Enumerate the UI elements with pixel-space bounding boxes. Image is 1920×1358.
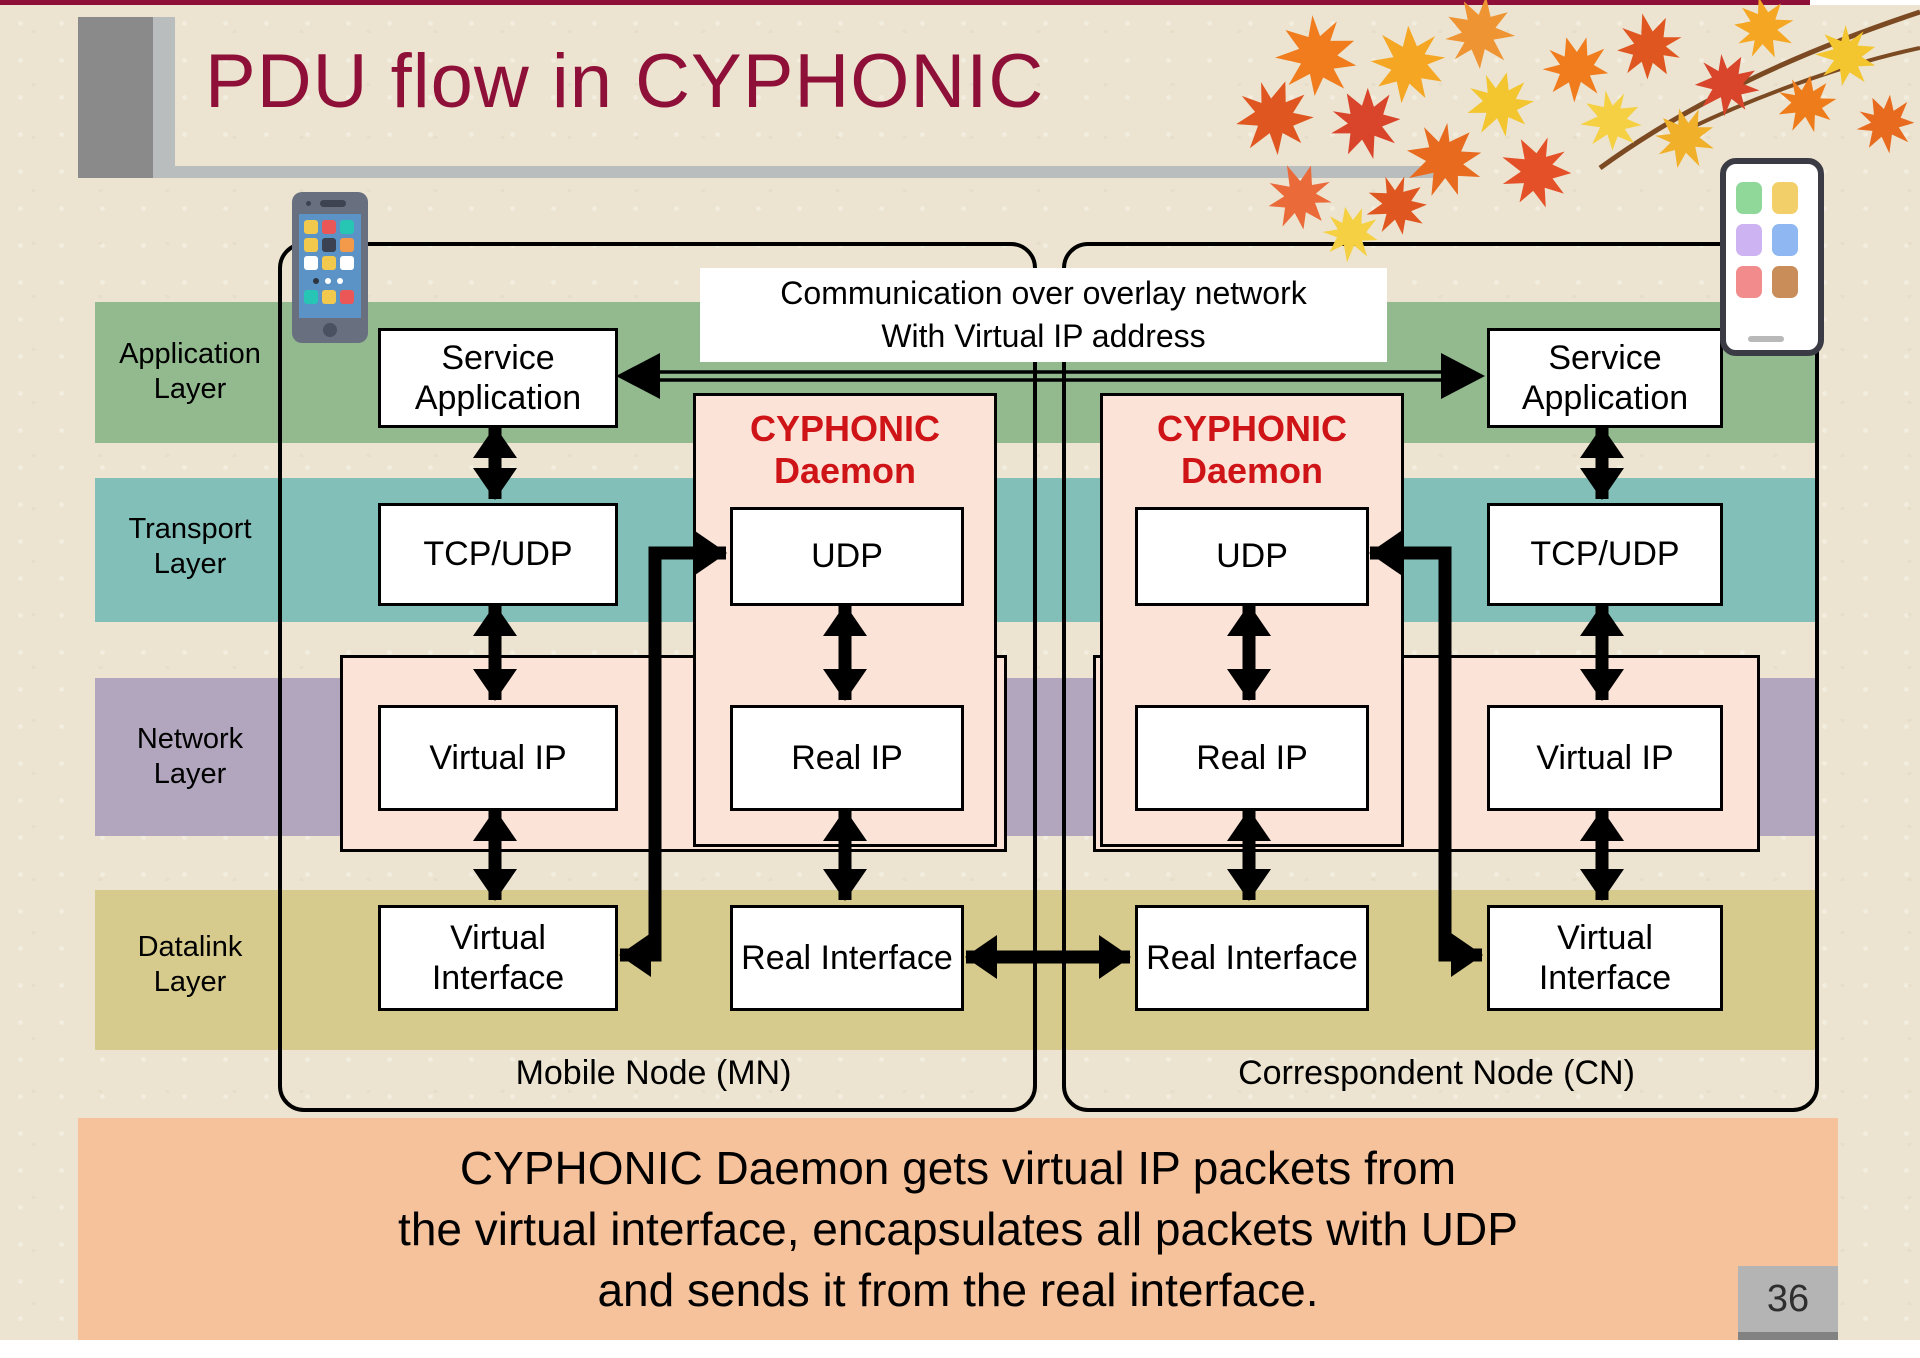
- phone-home-button: [323, 323, 337, 337]
- mobile-node-label: Mobile Node (MN): [515, 1054, 792, 1092]
- cn-daemon-real-ip-box: Real IP: [1135, 705, 1369, 811]
- mn-virtual-ip-box: Virtual IP: [378, 705, 618, 811]
- network-layer-label: Network Layer: [136, 723, 244, 791]
- title-decor-dark-block: [78, 17, 153, 178]
- correspondent-phone-icon: [1720, 158, 1824, 356]
- autumn-leaves-decoration: [1225, 0, 1920, 266]
- phone-app-tiles: [304, 220, 358, 270]
- phone-page-dots: [313, 278, 343, 284]
- mn-daemon-real-ip-box: Real IP: [730, 705, 964, 811]
- mn-tcp-udp-box: TCP/UDP: [378, 503, 618, 606]
- application-layer-label: Application Layer: [119, 338, 261, 406]
- page-number: 36: [1766, 1277, 1810, 1320]
- page-number-badge: 36: [1738, 1266, 1838, 1340]
- caption-line-3: and sends it from the real interface.: [597, 1263, 1319, 1316]
- cn-tcp-udp-box: TCP/UDP: [1487, 503, 1723, 606]
- cn-service-application-box: Service Application: [1487, 328, 1723, 428]
- cn-daemon-udp-box: UDP: [1135, 507, 1369, 606]
- mn-virtual-interface-box: Virtual Interface: [378, 905, 618, 1011]
- mobile-phone-icon: [292, 192, 368, 343]
- mn-real-interface-box: Real Interface: [730, 905, 964, 1011]
- cn-virtual-interface-box: Virtual Interface: [1487, 905, 1723, 1011]
- transport-layer-label: Transport Layer: [128, 513, 252, 581]
- correspondent-node-label: Correspondent Node (CN): [1238, 1054, 1635, 1092]
- phone-screen: [299, 214, 361, 318]
- correspondent-node-outline: [1062, 242, 1819, 1112]
- phone-camera-dot: [306, 201, 311, 206]
- overlay-communication-label: Communication over overlay network With …: [700, 268, 1387, 362]
- phone-speaker: [320, 200, 346, 207]
- phone-home-bar: [1748, 336, 1784, 342]
- cn-real-interface-box: Real Interface: [1135, 905, 1369, 1011]
- phone-app-tiles: [1736, 182, 1798, 298]
- top-accent-bar: [0, 0, 1810, 5]
- mn-service-application-box: Service Application: [378, 328, 618, 428]
- datalink-layer-label: Datalink Layer: [137, 931, 243, 999]
- caption-line-1: CYPHONIC Daemon gets virtual IP packets …: [459, 1141, 1457, 1194]
- title-decor-light-block: [153, 17, 175, 178]
- mn-daemon-udp-box: UDP: [730, 507, 964, 606]
- cn-virtual-ip-box: Virtual IP: [1487, 705, 1723, 811]
- mn-daemon-title: CYPHONIC Daemon: [749, 408, 941, 492]
- caption-band: CYPHONIC Daemon gets virtual IP packets …: [78, 1118, 1838, 1340]
- page-title: PDU flow in CYPHONIC: [205, 39, 1045, 124]
- mobile-node-outline: [278, 242, 1037, 1112]
- cn-daemon-title: CYPHONIC Daemon: [1156, 408, 1348, 492]
- title-underline: [153, 166, 1440, 178]
- caption-line-2: the virtual interface, encapsulates all …: [398, 1202, 1518, 1255]
